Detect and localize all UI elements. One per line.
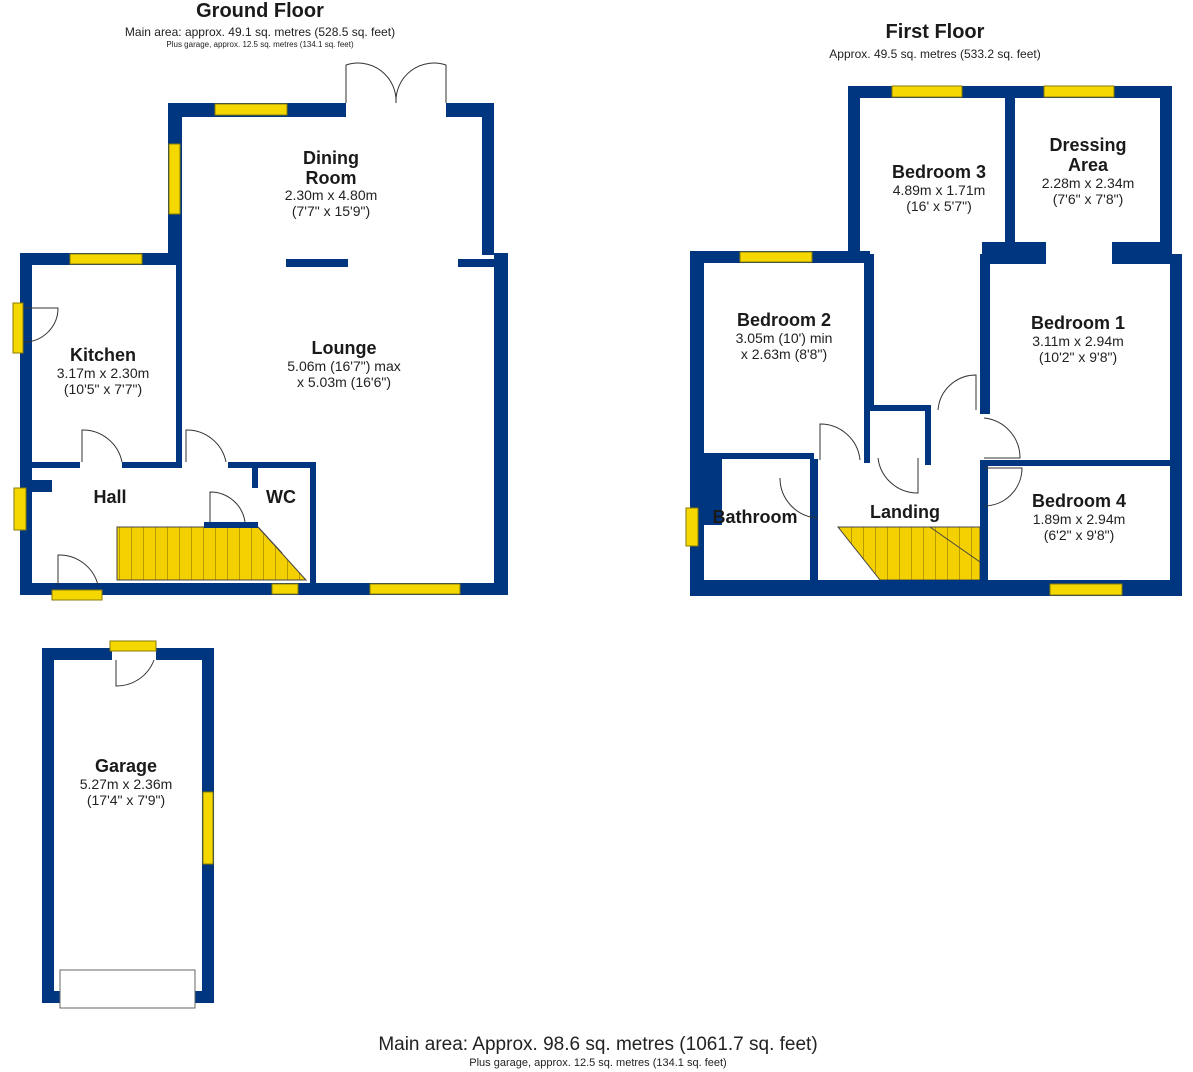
kitchen-dim-2: (10'5" x 7'7"): [64, 381, 142, 397]
dining-room-dim-1: 2.30m x 4.80m: [285, 187, 378, 203]
kitchen-dim-1: 3.17m x 2.30m: [57, 365, 150, 381]
dining-room-dim-2: (7'7" x 15'9"): [292, 203, 370, 219]
garage-name: Garage: [95, 756, 157, 776]
bedroom4-name: Bedroom 4: [1032, 491, 1126, 511]
footer-main-area: Main area: Approx. 98.6 sq. metres (1061…: [378, 1034, 818, 1055]
footer-garage-note: Plus garage, approx. 12.5 sq. metres (13…: [469, 1057, 727, 1069]
landing-stairs: [836, 526, 981, 581]
kitchen-name: Kitchen: [70, 345, 136, 365]
bedroom2-dim-2: x 2.63m (8'8"): [741, 346, 827, 362]
bedroom2-name: Bedroom 2: [737, 310, 831, 330]
dressing-dim-2: (7'6" x 7'8"): [1053, 191, 1124, 207]
wc-name: WC: [266, 487, 296, 507]
dressing-name-1: Dressing: [1049, 135, 1126, 155]
first-floor-plan: Bedroom 3 4.89m x 1.71m (16' x 5'7") Dre…: [685, 85, 1182, 596]
dining-room-name-1: Dining: [303, 148, 359, 168]
garage-dim-1: 5.27m x 2.36m: [80, 776, 173, 792]
dressing-name-2: Area: [1068, 155, 1109, 175]
ground-floor-main-area: Main area: approx. 49.1 sq. metres (528.…: [124, 25, 396, 39]
bedroom3-name: Bedroom 3: [892, 162, 986, 182]
first-windows: [685, 85, 1123, 596]
ground-floor-title: Ground Floor: [196, 0, 324, 22]
bedroom4-dim-2: (6'2" x 9'8"): [1044, 527, 1115, 543]
ground-stairs: [116, 526, 308, 581]
first-floor-title: First Floor: [885, 21, 985, 43]
ground-doors: [23, 62, 447, 687]
lounge-dim-2: x 5.03m (16'6"): [297, 374, 391, 390]
bedroom1-name: Bedroom 1: [1031, 313, 1125, 333]
lounge-name: Lounge: [312, 338, 377, 358]
bedroom3-dim-1: 4.89m x 1.71m: [893, 182, 986, 198]
bedroom2-dim-1: 3.05m (10') min: [736, 330, 833, 346]
garage-dim-2: (17'4" x 7'9"): [87, 792, 165, 808]
bathroom-name: Bathroom: [713, 507, 798, 527]
ground-floor-plan: Dining Room 2.30m x 4.80m (7'7" x 15'9")…: [12, 62, 508, 1009]
bedroom1-dim-2: (10'2" x 9'8"): [1039, 349, 1117, 365]
first-doors: [779, 374, 1023, 519]
dressing-dim-1: 2.28m x 2.34m: [1042, 175, 1135, 191]
dining-room-name-2: Room: [306, 168, 357, 188]
ground-floor-garage-note: Plus garage, approx. 12.5 sq. metres (13…: [166, 40, 354, 49]
bedroom3-dim-2: (16' x 5'7"): [906, 198, 972, 214]
first-floor-area: Approx. 49.5 sq. metres (533.2 sq. feet): [829, 47, 1041, 61]
bedroom1-dim-1: 3.11m x 2.94m: [1032, 333, 1124, 349]
hall-name: Hall: [93, 487, 126, 507]
lounge-dim-1: 5.06m (16'7") max: [287, 358, 400, 374]
ground-windows: [12, 103, 461, 1009]
bedroom4-dim-1: 1.89m x 2.94m: [1033, 511, 1126, 527]
landing-name: Landing: [870, 502, 940, 522]
